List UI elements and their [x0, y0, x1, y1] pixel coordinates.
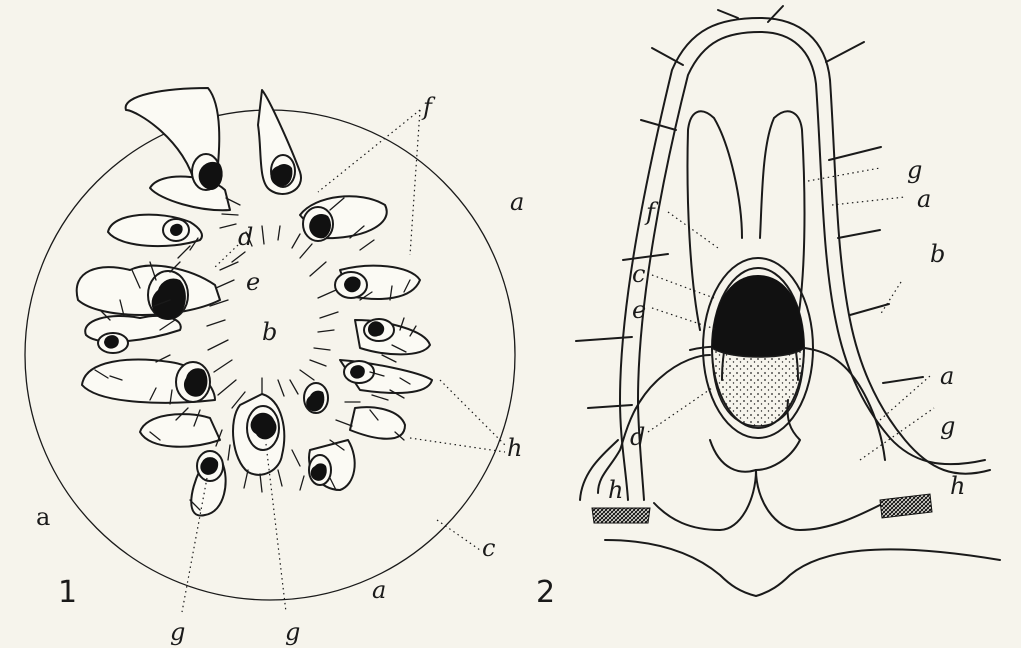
fig1-label-b: b — [262, 318, 277, 346]
fig1-number: 1 — [58, 575, 77, 610]
fig1-label-e: e — [246, 268, 260, 296]
fig2-label-b: b — [930, 240, 945, 268]
fig2-label-h: h — [950, 472, 965, 500]
fig2-number: 2 — [536, 575, 555, 610]
fig1-lobes — [77, 88, 432, 516]
fig2-ovum-dark — [712, 275, 804, 357]
figure-1: f a d e b h a c a g g 1 — [25, 88, 524, 646]
fig2-label-g: g — [940, 412, 955, 440]
fig2-label-h: h — [608, 476, 623, 504]
fig2-fold-left — [598, 355, 710, 493]
fig1-label-a: a — [510, 188, 524, 216]
fig1-label-a: a — [372, 576, 386, 604]
figure-2: g a f b c e a g d h h 2 — [536, 6, 1000, 610]
fig2-hatch-left — [592, 508, 650, 523]
fig2-label-a: a — [917, 185, 931, 213]
fig2-hatch-right — [880, 494, 932, 518]
fig2-label-d: d — [630, 423, 645, 451]
fig2-lower-u-right — [756, 470, 880, 530]
fig1-label-a: a — [36, 503, 50, 531]
fig2-label-e: e — [632, 296, 646, 324]
fig2-lower-u — [654, 470, 756, 530]
fig2-ovum-stippled — [712, 348, 804, 426]
fig2-base — [605, 540, 1000, 596]
fig2-label-a: a — [940, 362, 954, 390]
fig1-lobe — [140, 414, 220, 447]
fig1-label-h: h — [507, 434, 522, 462]
fig2-label-c: c — [632, 260, 645, 288]
fig1-label-f: f — [421, 93, 436, 121]
fig2-label-g: g — [907, 156, 922, 184]
fig1-label-g: g — [285, 618, 300, 646]
fig1-label-d: d — [238, 223, 253, 251]
fig1-label-c: c — [482, 534, 495, 562]
fig1-label-g: g — [170, 618, 185, 646]
